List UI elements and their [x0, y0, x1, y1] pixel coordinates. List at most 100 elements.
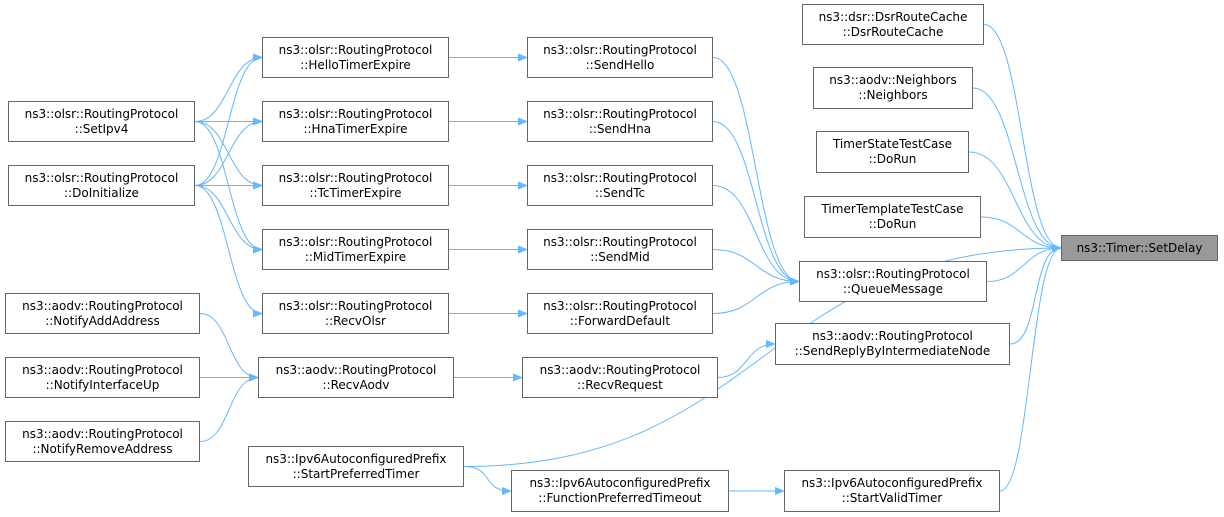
- edge-n8-n5: [712, 57, 800, 286]
- node-label-line1: ns3::olsr::RoutingProtocol: [24, 170, 179, 185]
- node-label-line2: ::StartPreferredTimer: [292, 466, 420, 481]
- node-label-line1: ns3::olsr::RoutingProtocol: [543, 234, 697, 249]
- edge-n22-n15: [194, 53, 263, 122]
- edge-n11-n5: [712, 249, 800, 286]
- node-label-line1: ns3::Ipv6AutoconfiguredPrefix: [529, 476, 711, 490]
- node-timer-setdelay: ns3::Timer::SetDelay: [1061, 235, 1218, 261]
- node-label-line2: ::NotifyAddAddress: [45, 313, 160, 328]
- node-label-line2: ::DoInitialize: [64, 185, 139, 200]
- node-aodv-notifyaddaddress[interactable]: ns3::aodv::RoutingProtocol ::NotifyAddAd…: [5, 293, 200, 334]
- node-ipv6prefix-startvalidtimer[interactable]: ns3::Ipv6AutoconfiguredPrefix ::StartVal…: [784, 470, 1000, 512]
- edge-n7-n0: [999, 244, 1062, 492]
- edge-n2-n0: [972, 87, 1062, 252]
- node-label-line2: ::DoRun: [868, 217, 917, 231]
- node-label-line2: ::ForwardDefault: [569, 313, 671, 328]
- node-label-line2: ::NotifyInterfaceUp: [45, 377, 160, 392]
- node-dsr-routecache[interactable]: ns3::dsr::DsrRouteCache ::DsrRouteCache: [802, 4, 984, 45]
- node-olsr-hnatimerexpire[interactable]: ns3::olsr::RoutingProtocol ::HnaTimerExp…: [262, 101, 449, 142]
- node-label-line2: ::DoRun: [868, 152, 917, 166]
- node-olsr-sendmid[interactable]: ns3::olsr::RoutingProtocol ::SendMid: [527, 229, 713, 270]
- node-label-line1: ns3::olsr::RoutingProtocol: [816, 266, 970, 281]
- node-label-line2: ::SendHna: [588, 121, 652, 136]
- node-label-line1: ns3::Timer::SetDelay: [1076, 240, 1203, 255]
- node-aodv-recvaodv[interactable]: ns3::aodv::RoutingProtocol ::RecvAodv: [258, 357, 454, 398]
- node-ipv6prefix-startpreferredtimer[interactable]: ns3::Ipv6AutoconfiguredPrefix ::StartPre…: [248, 446, 464, 487]
- node-olsr-setipv4[interactable]: ns3::olsr::RoutingProtocol ::SetIpv4: [8, 101, 195, 142]
- node-label-line1: ns3::olsr::RoutingProtocol: [278, 234, 433, 249]
- edge-n22-n17: [194, 121, 263, 190]
- node-label-line2: ::SendTc: [594, 185, 646, 200]
- node-olsr-hellotimerexpire[interactable]: ns3::olsr::RoutingProtocol ::HelloTimerE…: [262, 37, 449, 78]
- edge-n21-n0: [463, 244, 1062, 467]
- node-olsr-queuemessage[interactable]: ns3::olsr::RoutingProtocol ::QueueMessag…: [799, 261, 987, 302]
- node-label-line1: ns3::olsr::RoutingProtocol: [278, 106, 433, 121]
- node-label-line2: ::TcTimerExpire: [309, 185, 402, 200]
- node-aodv-neighbors[interactable]: ns3::aodv::Neighbors ::Neighbors: [813, 67, 973, 109]
- edge-n26-n20: [199, 373, 259, 442]
- edge-n9-n5: [712, 121, 800, 286]
- edge-n10-n5: [712, 185, 800, 286]
- node-label-line1: ns3::olsr::RoutingProtocol: [278, 42, 433, 57]
- node-label-line1: ns3::dsr::DsrRouteCache: [818, 9, 968, 24]
- node-label-line2: ::RecvRequest: [577, 377, 663, 392]
- node-ipv6prefix-functionpreferredtimeout[interactable]: ns3::Ipv6AutoconfiguredPrefix ::Function…: [511, 470, 729, 512]
- node-olsr-doinitialize[interactable]: ns3::olsr::RoutingProtocol ::DoInitializ…: [8, 165, 195, 206]
- node-label-line1: ns3::olsr::RoutingProtocol: [543, 298, 697, 313]
- node-aodv-sendreplybyintermediatenode[interactable]: ns3::aodv::RoutingProtocol ::SendReplyBy…: [775, 323, 1010, 365]
- node-label-line1: ns3::olsr::RoutingProtocol: [24, 106, 179, 121]
- node-label-line1: ns3::olsr::RoutingProtocol: [543, 170, 697, 185]
- node-label-line1: ns3::aodv::RoutingProtocol: [539, 362, 701, 377]
- edge-n5-n0: [986, 244, 1062, 282]
- node-label-line2: ::SendHello: [585, 57, 655, 72]
- node-label-line1: ns3::aodv::Neighbors: [829, 73, 957, 87]
- node-label-line1: TimerStateTestCase: [832, 137, 953, 151]
- node-timertemplatetestcase-dorun[interactable]: TimerTemplateTestCase ::DoRun: [804, 196, 981, 238]
- edge-n4-n0: [980, 216, 1062, 252]
- node-label-line1: ns3::Ipv6AutoconfiguredPrefix: [801, 476, 983, 490]
- node-label-line1: ns3::aodv::RoutingProtocol: [812, 329, 973, 343]
- node-aodv-notifyinterfaceup[interactable]: ns3::aodv::RoutingProtocol ::NotifyInter…: [5, 357, 200, 398]
- node-label-line2: ::NotifyRemoveAddress: [32, 441, 173, 456]
- node-label-line1: ns3::Ipv6AutoconfiguredPrefix: [265, 451, 447, 466]
- node-label-line2: ::RecvOlsr: [325, 313, 386, 328]
- node-label-line2: ::SendReplyByIntermediateNode: [794, 344, 991, 358]
- node-label-line1: ns3::olsr::RoutingProtocol: [543, 42, 697, 57]
- edge-n12-n5: [712, 277, 800, 314]
- node-aodv-recvrequest[interactable]: ns3::aodv::RoutingProtocol ::RecvRequest: [522, 357, 718, 398]
- node-olsr-recvolsr[interactable]: ns3::olsr::RoutingProtocol ::RecvOlsr: [262, 293, 449, 334]
- edge-n21-n14: [463, 466, 512, 495]
- node-olsr-midtimerexpire[interactable]: ns3::olsr::RoutingProtocol ::MidTimerExp…: [262, 229, 449, 270]
- node-label-line2: ::RecvAodv: [322, 377, 390, 392]
- node-label-line2: ::SendMid: [590, 249, 650, 264]
- node-olsr-sendhna[interactable]: ns3::olsr::RoutingProtocol ::SendHna: [527, 101, 713, 142]
- edge-n13-n6: [717, 340, 776, 378]
- edge-n23-n19: [194, 185, 263, 318]
- node-label-line2: ::StartValidTimer: [841, 491, 943, 505]
- node-label-line1: TimerTemplateTestCase: [821, 202, 964, 216]
- edge-n22-n18: [194, 121, 263, 254]
- node-olsr-sendhello[interactable]: ns3::olsr::RoutingProtocol ::SendHello: [527, 37, 713, 78]
- node-label-line1: ns3::aodv::RoutingProtocol: [275, 362, 437, 377]
- node-label-line1: ns3::olsr::RoutingProtocol: [543, 106, 697, 121]
- node-olsr-tctimerexpire[interactable]: ns3::olsr::RoutingProtocol ::TcTimerExpi…: [262, 165, 449, 206]
- node-label-line1: ns3::aodv::RoutingProtocol: [22, 426, 183, 441]
- node-label-line2: ::FunctionPreferredTimeout: [538, 491, 702, 505]
- node-timerstatetestcase-dorun[interactable]: TimerStateTestCase ::DoRun: [816, 131, 969, 173]
- node-label-line2: ::HnaTimerExpire: [303, 121, 408, 136]
- node-label-line1: ns3::aodv::RoutingProtocol: [22, 362, 183, 377]
- node-aodv-notifyremoveaddress[interactable]: ns3::aodv::RoutingProtocol ::NotifyRemov…: [5, 421, 200, 462]
- edge-n3-n0: [968, 151, 1062, 252]
- node-label-line2: ::DsrRouteCache: [842, 24, 944, 39]
- node-label-line2: ::HelloTimerExpire: [300, 57, 411, 72]
- edge-n1-n0: [983, 24, 1062, 252]
- node-label-line1: ns3::aodv::RoutingProtocol: [22, 298, 183, 313]
- node-label-line2: ::QueueMessage: [842, 281, 944, 296]
- node-olsr-forwarddefault[interactable]: ns3::olsr::RoutingProtocol ::ForwardDefa…: [527, 293, 713, 334]
- edge-n23-n18: [194, 185, 263, 254]
- node-label-line2: ::Neighbors: [858, 88, 928, 102]
- node-label-line1: ns3::olsr::RoutingProtocol: [278, 170, 433, 185]
- node-olsr-sendtc[interactable]: ns3::olsr::RoutingProtocol ::SendTc: [527, 165, 713, 206]
- edge-n24-n20: [199, 313, 259, 382]
